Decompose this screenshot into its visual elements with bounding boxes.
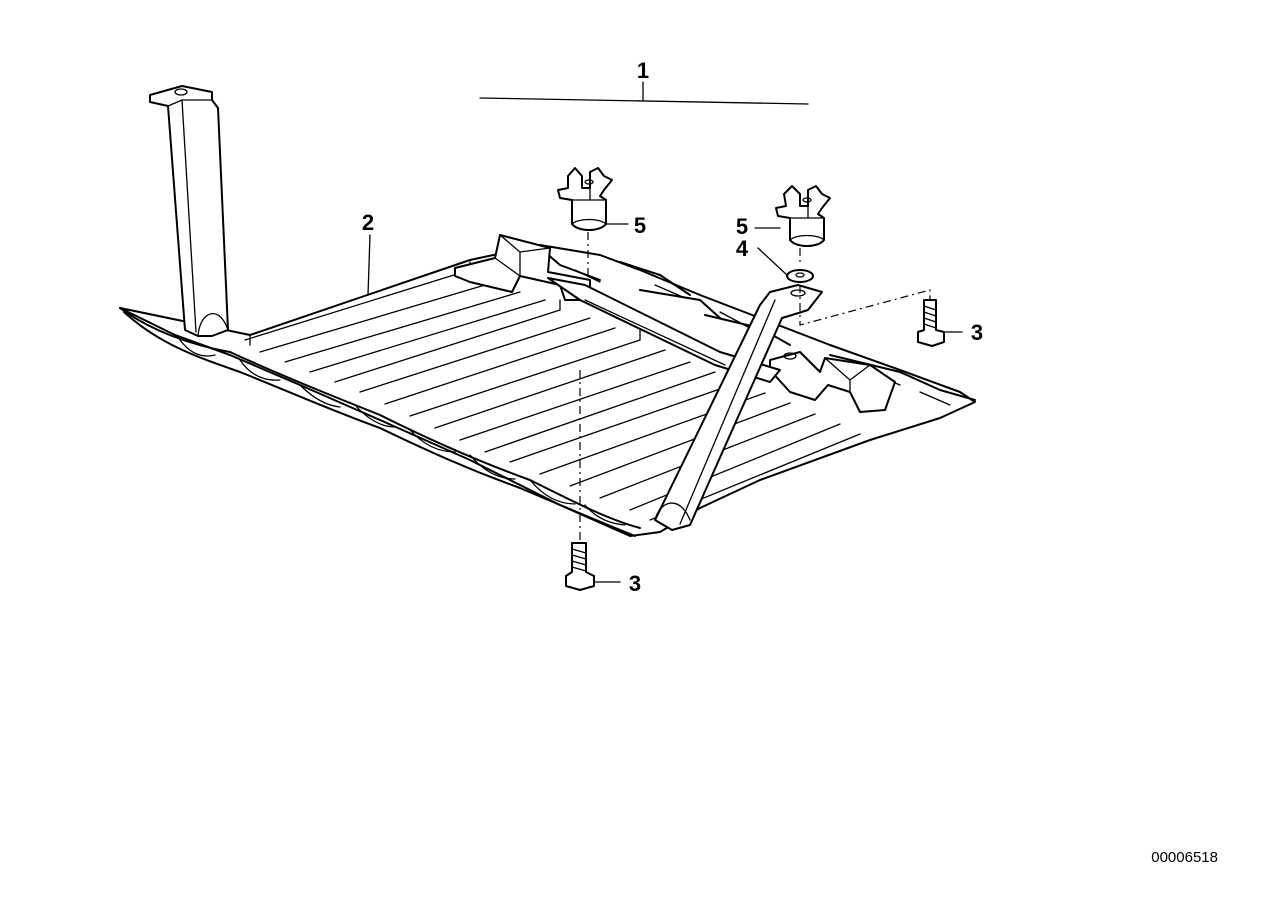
bolt-bottom: [565, 542, 595, 591]
assembly-lines: [579, 232, 931, 540]
callout-part-5-right: 5: [736, 214, 748, 239]
callout-part-2: 2: [362, 210, 374, 235]
rubber-mount-right: [775, 185, 831, 247]
callout-part-5-left: 5: [634, 213, 646, 238]
rubber-mount-left: [557, 167, 613, 231]
washer: [786, 269, 814, 283]
callout-part-3-right: 3: [971, 320, 983, 345]
callout-part-4: 4: [736, 236, 749, 261]
leader-lines: [367, 81, 963, 583]
callout-part-1: 1: [637, 58, 649, 83]
diagram-id: 00006518: [1151, 849, 1218, 866]
callout-part-3-bottom: 3: [629, 571, 641, 596]
mounting-bracket: [149, 85, 896, 531]
bolt-right: [917, 299, 945, 347]
